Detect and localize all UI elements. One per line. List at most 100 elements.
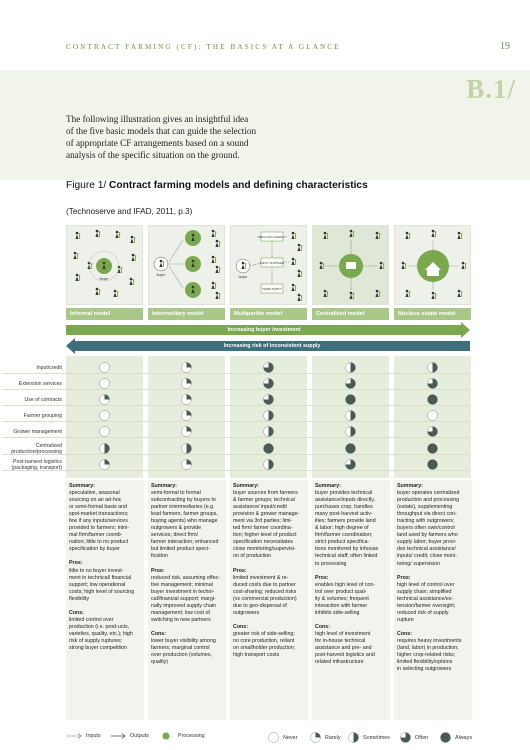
pie-fill (104, 443, 110, 454)
pie-fill (263, 443, 274, 454)
pie-fill (263, 378, 274, 389)
farmer-icon (349, 229, 355, 237)
farmer-icon (191, 233, 197, 241)
summary-line: inputs/ credit; close moni- (397, 553, 458, 560)
model-description: Summary:buyer sources from farmers& farm… (230, 480, 308, 720)
row-divider (2, 470, 470, 471)
summary-line: or semi-formal basis and (69, 504, 127, 511)
frequency-pie (345, 459, 356, 470)
summary-line: technical staff; often linked (315, 553, 378, 560)
pie-fill (263, 394, 274, 405)
model-header: Informal model (66, 308, 143, 320)
supply-risk-arrow: Increasing risk of inconsistent supply (66, 338, 470, 354)
model-header: Nucleus estate model (394, 308, 471, 320)
arrow-head (121, 733, 126, 739)
farmer-icon (191, 259, 197, 267)
house-body (427, 270, 439, 276)
frequency-pie (263, 459, 274, 470)
farmer-icon (211, 255, 217, 263)
frequency-pie (181, 410, 192, 421)
pros-line: interaction with farmer (315, 602, 368, 609)
pros-section: Pros:little to no buyer invest-ment in t… (69, 560, 141, 602)
legend-never-label: Never (283, 734, 298, 741)
summary-line: services; direct firm/ (151, 532, 199, 539)
farmer-icon (191, 285, 197, 293)
cons-line: assistance and pre- and (315, 644, 372, 651)
summary-line: spot-market transactions; (69, 511, 129, 518)
summary-heading: Summary: (397, 483, 423, 489)
farmer-icon (457, 231, 463, 239)
pros-line: reduced risk of supply (397, 609, 449, 616)
model-header: Multipartite model (230, 308, 307, 320)
buyer-investment-arrow: Increasing buyer investment (66, 322, 470, 338)
farmer-icon (379, 261, 385, 269)
outputs-icon (111, 733, 126, 739)
pros-line: costs; high level of sourcing (69, 588, 135, 595)
summary-line: ment via 3rd parties; limi- (233, 518, 293, 525)
pie-background (268, 732, 279, 743)
legend-often: Often (400, 732, 428, 743)
farmer-icon (159, 259, 165, 267)
model-header: Centralized model (312, 308, 389, 320)
characteristic-label-line: Input/credit (36, 365, 62, 371)
pie-fill (186, 410, 192, 416)
farmer-icon (215, 265, 221, 273)
farmer-icon (323, 289, 329, 297)
intro-line: of the five basic models that can guide … (66, 126, 257, 136)
legend-never: Never (268, 732, 297, 743)
frequency-pie (427, 459, 438, 470)
pie-fill (345, 459, 356, 470)
summary-line: tracting with outgrowers; (397, 518, 455, 525)
pie-fill (345, 443, 356, 454)
frequency-pie (263, 410, 274, 421)
farmer-icon (291, 257, 297, 265)
summary-line: semi-formal to formal (151, 490, 201, 497)
cons-line: post-harvest logistics and (315, 652, 375, 659)
pie-background (99, 362, 110, 373)
legend-always-icon (440, 732, 451, 743)
pie-fill (268, 459, 274, 470)
frequency-pie (345, 410, 356, 421)
summary-line: buyer provides technical (315, 490, 373, 497)
frequency-pie (427, 410, 438, 421)
pros-line: due to geo-dispersal of (233, 602, 287, 609)
pie-background (99, 426, 110, 437)
pros-line: high level of control over (397, 581, 455, 588)
legend-processing-label: Processing (178, 733, 205, 739)
model-illustration-box: buyer (148, 225, 225, 305)
farmer-icon (291, 231, 297, 239)
summary-line: partner intermediaries (e.g. (151, 504, 215, 511)
label-box (260, 283, 284, 294)
link-lines (407, 240, 459, 290)
frequency-pie (345, 443, 356, 454)
summary-heading: Summary: (151, 483, 177, 489)
characteristic-label-line: Use of contracts (24, 397, 62, 403)
model-illustration-box (394, 225, 471, 305)
summary-line: lead farmers, farmer groups, (151, 511, 218, 518)
cons-line: varieties, quality, etc.); high (69, 630, 133, 637)
summary-line: assistance/ input/credit (233, 504, 287, 511)
cons-line: related infrastructure (315, 659, 364, 666)
cons-line: greater risk of side-selling; (233, 630, 295, 637)
pie-fill (345, 378, 356, 389)
farmer-icon (431, 291, 437, 299)
pie-fill (400, 732, 411, 743)
summary-line: but limited product speci- (151, 546, 210, 553)
farmer-icon (215, 239, 221, 247)
summary-line: speculative, seasonal (69, 490, 120, 497)
pros-heading: Pros: (397, 574, 411, 581)
frequency-pie (99, 394, 110, 405)
farmer-icon (461, 261, 467, 269)
pie-fill (345, 394, 356, 405)
farmer-icon (211, 281, 217, 289)
summary-line: few if any inputs/services (69, 518, 128, 525)
legend-sometimes-icon (348, 732, 359, 743)
summary-line: nation; little to no product (69, 539, 129, 546)
model-header: Intermediary model (148, 308, 225, 320)
